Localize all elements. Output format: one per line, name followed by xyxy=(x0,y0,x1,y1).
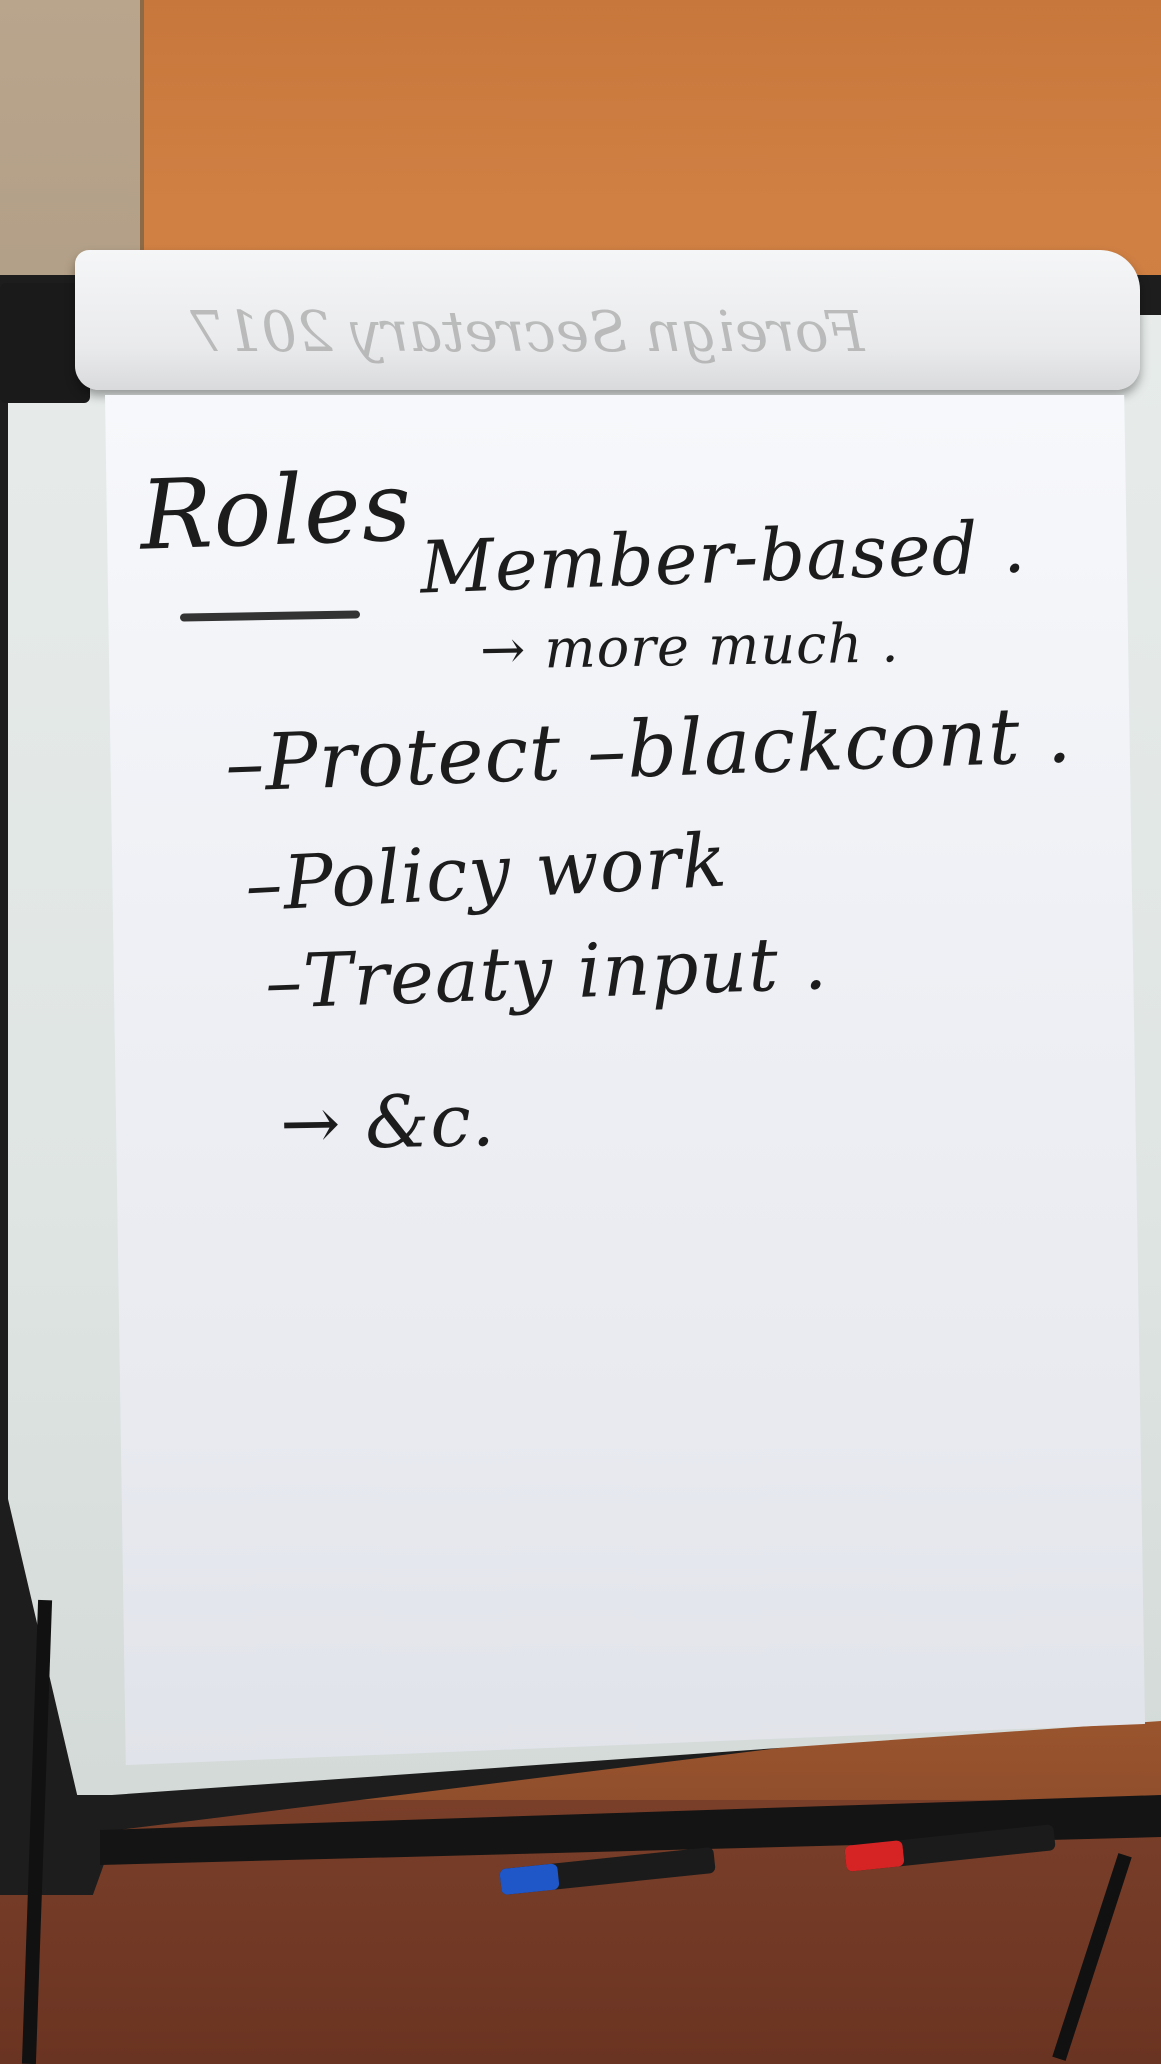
paper-roll xyxy=(75,250,1140,390)
line-etc: → &c. xyxy=(279,1078,497,1166)
sheet-heading: Roles xyxy=(138,450,414,572)
flipchart-sheet xyxy=(105,395,1145,1765)
line-more-much: → more much . xyxy=(479,611,900,682)
roll-backside-writing: Foreign Secretary 2017 xyxy=(190,300,865,365)
